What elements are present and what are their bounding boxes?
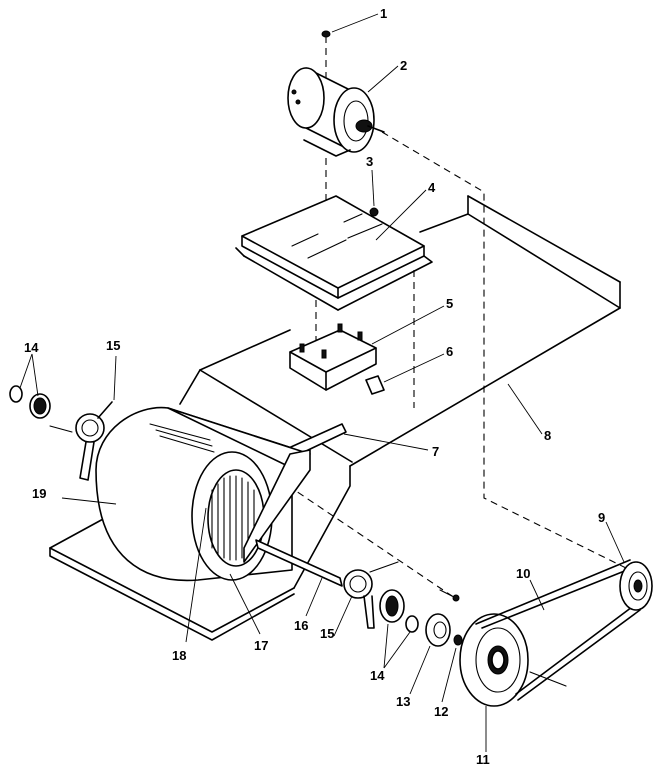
callout-4: 4 <box>428 180 436 195</box>
belt-screw <box>529 671 567 687</box>
callout-3: 3 <box>366 154 373 169</box>
callout-19: 19 <box>32 486 46 501</box>
callout-1: 1 <box>380 6 387 21</box>
callout-labels: 1 2 3 4 5 6 7 8 9 10 11 12 13 14 15 16 1… <box>24 6 605 767</box>
part-16-shaft <box>255 539 343 587</box>
part-3-screw <box>369 207 379 217</box>
part-15-bearing-bracket-right <box>343 561 399 629</box>
part-4-mount-plate <box>235 195 433 311</box>
part-11-blower-pulley <box>459 613 529 707</box>
callout-16: 16 <box>294 618 308 633</box>
callout-14: 14 <box>370 668 385 683</box>
part-12-key <box>453 634 463 646</box>
part-14-bearing-right <box>379 589 419 633</box>
callout-13: 13 <box>396 694 410 709</box>
callout-15-left: 15 <box>106 338 120 353</box>
part-13-hub <box>425 613 451 647</box>
callout-2: 2 <box>400 58 407 73</box>
callout-12: 12 <box>434 704 448 719</box>
part-5-terminal-block <box>289 323 377 391</box>
part-1-nut <box>321 30 331 38</box>
callout-17: 17 <box>254 638 268 653</box>
leader-lines <box>19 13 625 752</box>
part-15-bearing-bracket-left <box>49 401 113 481</box>
cabinet-housing <box>49 195 621 641</box>
callout-6: 6 <box>446 344 453 359</box>
callout-7: 7 <box>432 444 439 459</box>
callout-9: 9 <box>598 510 605 525</box>
part-10-belt <box>475 559 641 701</box>
callout-10: 10 <box>516 566 530 581</box>
callout-5: 5 <box>446 296 453 311</box>
part-9-motor-pulley <box>619 561 653 611</box>
loose-screw <box>439 589 460 602</box>
part-2-motor <box>287 67 385 157</box>
part-14-bearing-left <box>9 385 51 419</box>
callout-15: 15 <box>320 626 334 641</box>
callout-14-left: 14 <box>24 340 39 355</box>
part-6-clip <box>365 375 385 395</box>
callout-8: 8 <box>544 428 551 443</box>
part-19-blower-housing <box>95 406 311 582</box>
callout-18: 18 <box>172 648 186 663</box>
callout-11: 11 <box>476 752 490 767</box>
